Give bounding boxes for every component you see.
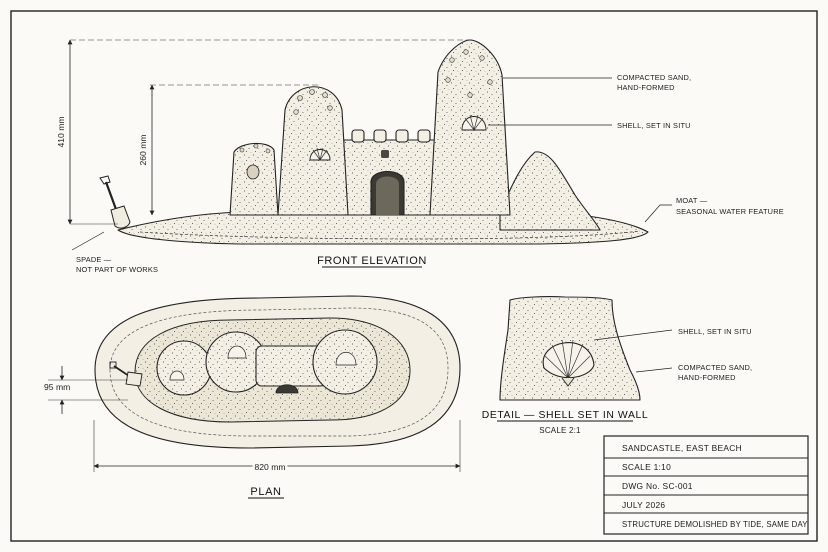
dim-plan-depth: 95 mm <box>44 382 70 392</box>
label-spade-1: SPADE — <box>76 255 112 264</box>
sheet-border <box>10 10 818 542</box>
front-elevation-title: FRONT ELEVATION <box>317 255 427 267</box>
plan-title: PLAN <box>250 486 281 498</box>
detail-label-shell: SHELL, SET IN SITU <box>678 327 752 336</box>
label-moat-2: SEASONAL WATER FEATURE <box>676 207 784 216</box>
spade-icon <box>99 175 131 229</box>
plan-view: 95 mm 820 mm PLAN <box>44 295 461 499</box>
front-elevation: 410 mm 260 mm COMPACTED SAND, HAND-FORME… <box>56 39 784 274</box>
label-shell: SHELL, SET IN SITU <box>617 121 691 130</box>
dim-overall-height: 410 mm <box>56 116 66 147</box>
detail-label-sand-2: HAND-FORMED <box>678 373 736 382</box>
battlements <box>351 129 431 143</box>
detail-view: SHELL, SET IN SITU COMPACTED SAND, HAND-… <box>482 296 752 435</box>
title-block-date: JULY 2026 <box>622 500 665 510</box>
shell-icon <box>461 114 487 131</box>
tower-pebbles <box>239 49 493 154</box>
title-block: SANDCASTLE, EAST BEACH SCALE 1:10 DWG No… <box>603 435 809 535</box>
detail-shell-icon <box>542 339 595 387</box>
detail-title: DETAIL — SHELL SET IN WALL <box>482 410 649 421</box>
title-block-note: STRUCTURE DEMOLISHED BY TIDE, SAME DAY <box>622 520 808 529</box>
label-compacted-sand-1: COMPACTED SAND, <box>617 73 691 82</box>
label-moat-1: MOAT — <box>676 196 708 205</box>
title-block-project: SANDCASTLE, EAST BEACH <box>622 443 742 453</box>
label-spade-2: NOT PART OF WORKS <box>76 265 158 274</box>
plan-spade-icon <box>109 361 143 387</box>
dim-plan-width: 820 mm <box>254 462 285 472</box>
detail-scale: SCALE 2:1 <box>539 426 581 435</box>
title-block-scale: SCALE 1:10 <box>622 462 671 472</box>
plan-shell-icon <box>169 345 357 381</box>
title-block-drawing-no: DWG No. SC-001 <box>622 481 693 491</box>
label-compacted-sand-2: HAND-FORMED <box>617 83 675 92</box>
shell-icon <box>309 147 331 161</box>
detail-label-sand-1: COMPACTED SAND, <box>678 363 752 372</box>
dim-tower-height: 260 mm <box>138 134 148 165</box>
